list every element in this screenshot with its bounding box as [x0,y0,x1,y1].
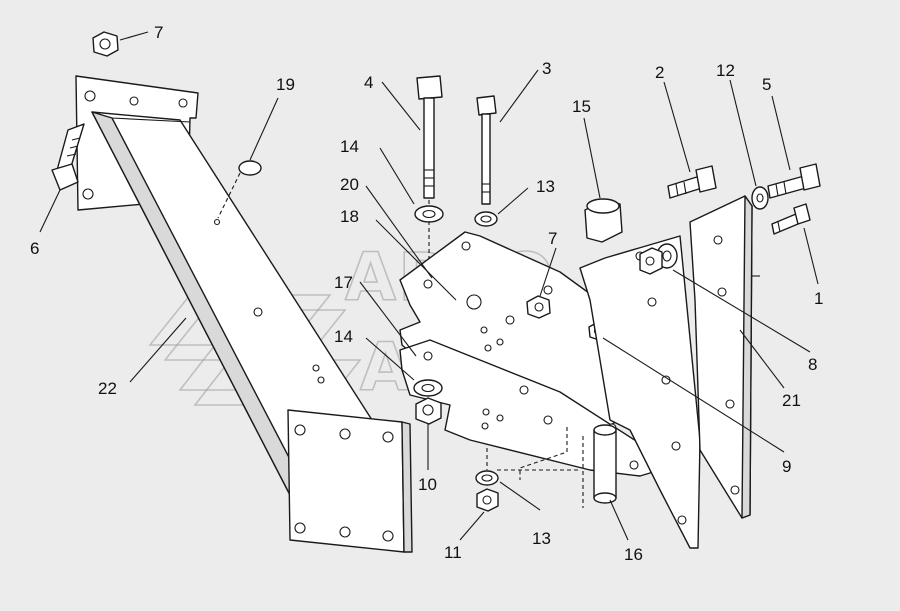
part-14-washer-lower [413,379,443,397]
callout-3: 3 [542,59,551,78]
callout-14: 14 [340,137,359,156]
part-1-small-bolt [771,203,811,235]
callout-6: 6 [30,239,39,258]
part-16-pin [593,424,617,504]
callouts: 7 6 19 4 3 14 20 13 18 7 17 14 15 2 12 5… [30,23,823,564]
part-14-washer-top [414,205,444,223]
part-13-washer-lower [475,470,499,486]
part-10-nut [415,397,442,425]
callout-20: 17 [334,273,353,292]
part-1-side-plate [689,195,753,519]
part-22-tube-assembly [75,75,413,553]
part-15-spacer [584,198,623,243]
callout-17: 19 [276,75,295,94]
callout-18: 20 [340,175,359,194]
callout-21: 18 [340,207,359,226]
part-13-washer-top [474,211,498,227]
part-8-washer [639,243,678,275]
callout-12: 12 [716,61,735,80]
part-17-plug [217,160,262,219]
callout-10: 10 [418,475,437,494]
part-3-bolt [476,95,497,205]
part-12-washer [751,186,769,210]
callout-16: 16 [624,545,643,564]
callout-11: 11 [444,543,462,562]
callout-13: 13 [536,177,555,196]
callout-2: 2 [655,63,664,82]
callout-13-lower: 13 [532,529,551,548]
assembly-guides [497,427,584,508]
callout-4: 4 [364,73,373,92]
part-6-bolt [51,123,85,191]
callout-1: 1 [814,289,823,308]
callout-22: 22 [98,379,117,398]
part-2-bolt [667,165,717,199]
leader-lines [39,31,819,541]
callout-5: 5 [762,75,771,94]
callout-14-lower: 14 [334,327,353,346]
part-7-nut-plate [526,295,551,319]
callout-9: 9 [782,457,791,476]
callout-8: 8 [808,355,817,374]
part-11-nut [476,488,499,512]
callout-15: 15 [572,97,591,116]
callout-7: 7 [154,23,163,42]
callout-19: 21 [782,391,801,410]
part-7-nut-top [92,31,119,57]
part-5-bolt [767,163,821,199]
callout-7-plate: 7 [548,229,557,248]
